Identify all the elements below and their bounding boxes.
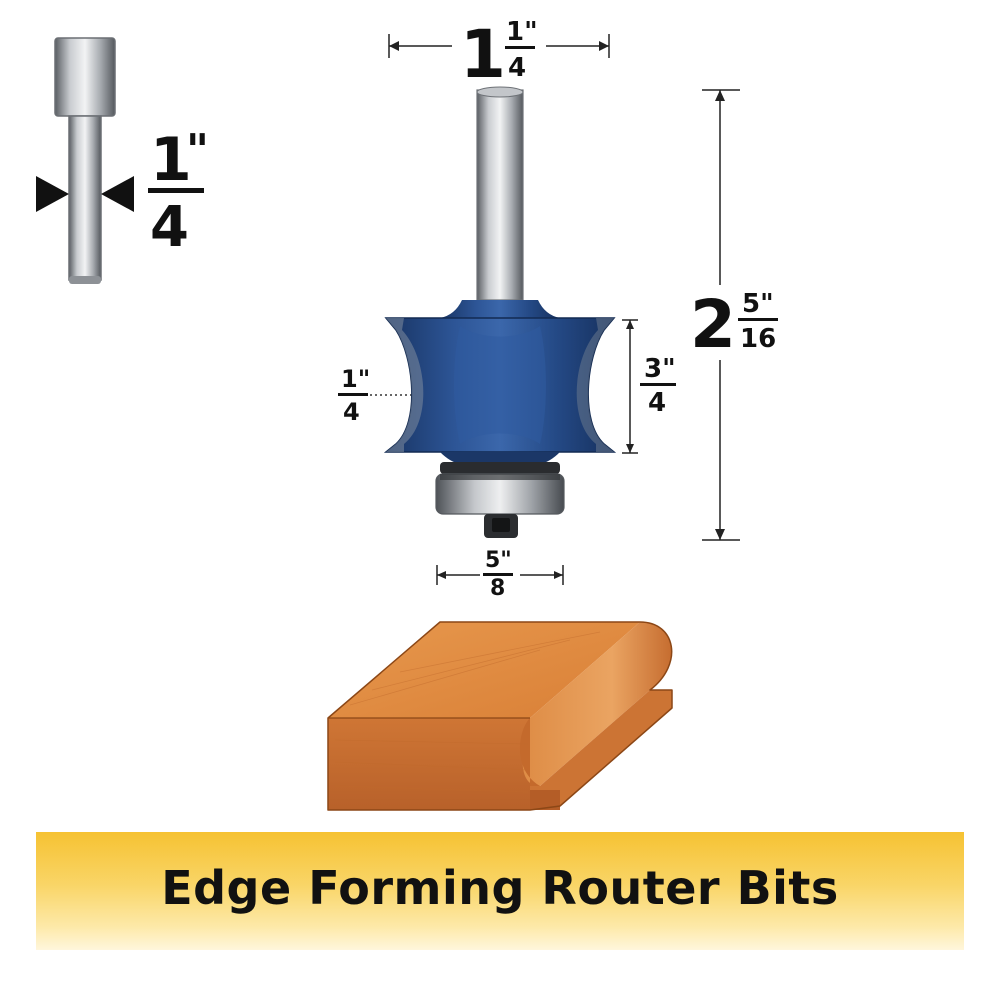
cutting-length-numerator: 3"	[644, 354, 676, 384]
title-banner: Edge Forming Router Bits	[36, 832, 964, 950]
shank-diagram-icon	[36, 37, 134, 284]
shank-diameter-inch-mark: "	[186, 125, 209, 176]
cutting-length-dimension-line	[622, 319, 638, 454]
bearing-diameter-dimension-line	[436, 565, 564, 585]
overall-length-denominator: 16	[740, 324, 776, 354]
shank-diameter-denominator: 4	[150, 195, 189, 260]
banner-title: Edge Forming Router Bits	[161, 861, 839, 915]
cutting-diameter-whole: 1	[460, 16, 506, 93]
bearing-diameter-numerator: 5"	[485, 548, 512, 573]
radius-numerator: 1"	[341, 365, 370, 393]
cutting-length-denominator: 4	[648, 388, 666, 418]
router-bit-image	[383, 86, 617, 538]
bearing-diameter-denominator: 8	[490, 576, 505, 601]
radius-fraction-bar	[338, 393, 368, 396]
shank-diameter-fraction-bar	[148, 188, 204, 193]
overall-length-numerator: 5"	[742, 289, 774, 319]
shank-diameter-whole: 1	[150, 125, 192, 195]
cutting-length-fraction-bar	[640, 383, 676, 386]
overall-length-whole: 2	[690, 286, 736, 363]
cutting-diameter-numerator: 1"	[506, 17, 538, 47]
wood-profile-image	[327, 621, 673, 811]
overall-length-dimension-line	[702, 89, 740, 541]
cutting-diameter-fraction-bar	[505, 46, 535, 49]
overall-length-fraction-bar	[738, 318, 778, 321]
bearing-diameter-fraction-bar	[483, 573, 513, 576]
cutting-diameter-denominator: 4	[508, 53, 526, 83]
radius-denominator: 4	[343, 398, 360, 426]
cutting-diameter-dimension-line	[388, 34, 610, 58]
